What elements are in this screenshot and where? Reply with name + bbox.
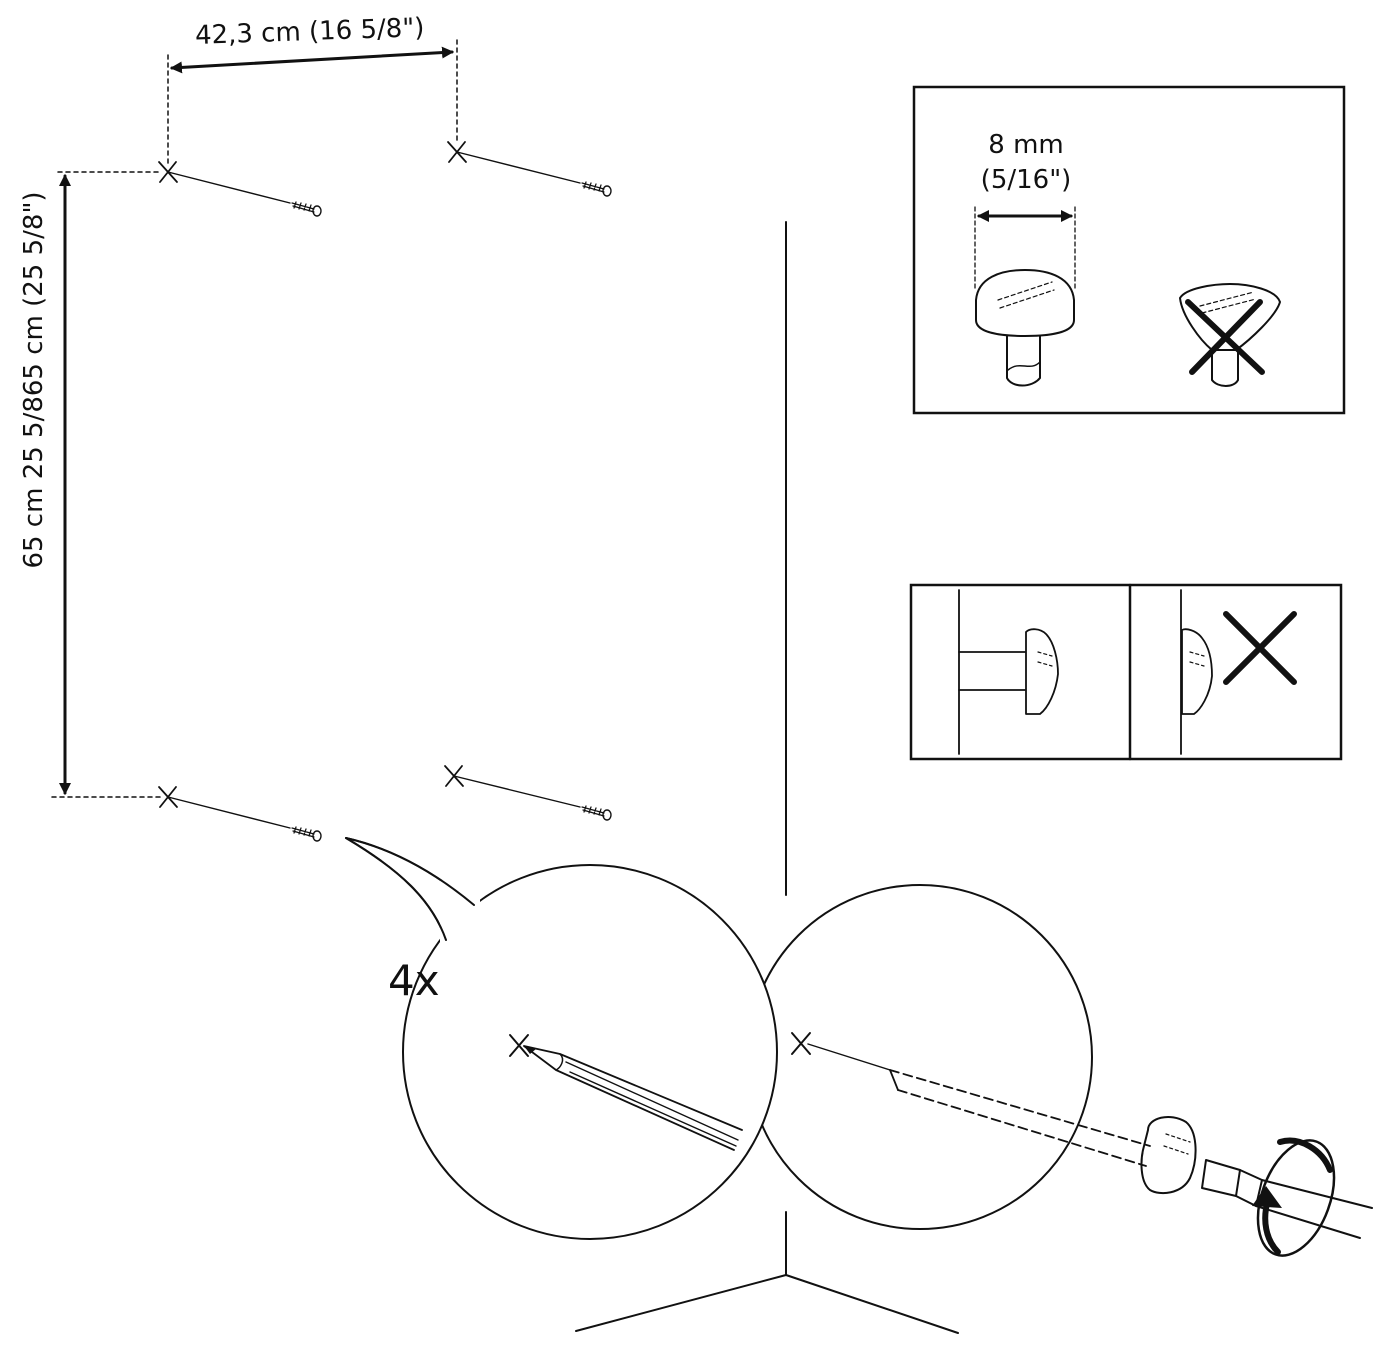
pencil-mark-detail xyxy=(509,1034,743,1151)
wrong-cross-icon xyxy=(1223,611,1297,685)
horizontal-dimension: 42,3 cm (16 5/8") xyxy=(167,13,458,166)
detail-callout: 4x xyxy=(345,837,1093,1240)
mark-cross-icon xyxy=(509,1034,529,1057)
screw-head-wrong-icon xyxy=(1179,283,1281,387)
screw-icon xyxy=(291,826,322,842)
screw-head-size-box: 8 mm (5/16") xyxy=(912,85,1346,415)
screw-gap-correct-icon xyxy=(958,589,1059,755)
screw-head-size-inch: (5/16") xyxy=(981,165,1072,195)
wall-mark-bottom-right xyxy=(444,765,612,821)
screw-gap-box xyxy=(909,583,1343,761)
wall-mark-top-right xyxy=(447,141,612,197)
pencil-icon xyxy=(523,1045,743,1151)
wall-mark-bottom-left xyxy=(158,786,322,842)
vertical-dimension-label: 65 cm 25 5/865 cm (25 5/8") xyxy=(19,191,49,568)
screwdriver-icon xyxy=(1201,1159,1373,1239)
mark-cross-icon xyxy=(791,1032,811,1055)
quantity-label: 4x xyxy=(388,956,440,1005)
wall-corner xyxy=(575,221,959,1334)
vertical-dimension: 65 cm 25 5/865 cm (25 5/8") xyxy=(19,171,163,798)
horizontal-dimension-label: 42,3 cm (16 5/8") xyxy=(195,13,425,51)
screw-head-size-mm: 8 mm xyxy=(988,130,1063,160)
screw-driving-detail xyxy=(791,1032,1373,1257)
detail-circle-right xyxy=(747,884,1093,1230)
detail-circle-left xyxy=(402,864,778,1240)
wrong-cross-icon xyxy=(1185,299,1265,375)
screw-icon xyxy=(889,1069,1197,1195)
wall-mark-top-left xyxy=(158,161,322,217)
screw-icon xyxy=(291,201,322,217)
screw-icon xyxy=(581,181,612,197)
screw-icon xyxy=(581,805,612,821)
screw-head-correct-icon xyxy=(975,269,1075,387)
rotate-clockwise-icon xyxy=(1252,1137,1336,1257)
screw-gap-wrong-icon xyxy=(1180,589,1213,755)
